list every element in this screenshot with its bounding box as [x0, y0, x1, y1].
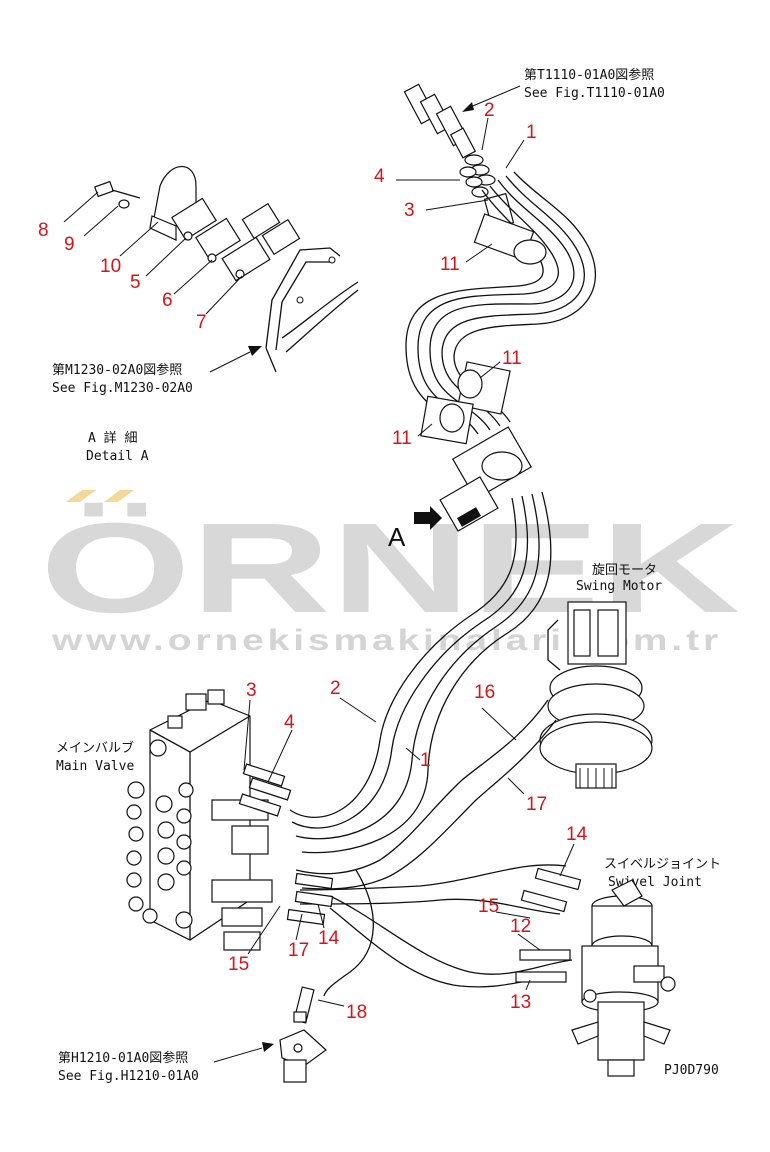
ref-h1210-jp: 第H1210-01A0図参照: [58, 1050, 188, 1066]
callout-4-upper: 4: [374, 166, 385, 187]
clamp-11-upper: [473, 213, 547, 265]
ref-t1110-en: See Fig.T1110-01A0: [524, 86, 665, 101]
callout-9: 9: [64, 234, 75, 255]
callout-8: 8: [38, 220, 49, 241]
ref-m1230-leader: [209, 351, 251, 373]
clamp-bracket-detail-a: [439, 426, 533, 532]
detail-a-en: Detail A: [86, 449, 149, 464]
ref-h1210-en: See Fig.H1210-01A0: [58, 1069, 199, 1084]
hose-bundle-lower: [289, 491, 573, 997]
callout-11-middle: 11: [502, 348, 522, 369]
callout-14-right: 14: [566, 824, 588, 845]
callouts: 2 1 4 3 11 11 11 8 9 10 5 6 7 2 1 3 4 16…: [38, 100, 588, 1023]
swing-motor-jp: 旋回モータ: [592, 563, 657, 578]
main-valve-jp: メインバルブ: [56, 740, 134, 756]
callout-16: 16: [474, 682, 495, 703]
fitting-18: [293, 986, 315, 1024]
callout-13: 13: [510, 992, 531, 1013]
callout-2-lower: 2: [330, 678, 341, 699]
main-valve-en: Main Valve: [56, 759, 134, 774]
bracket-assembly: [94, 166, 301, 282]
callout-4-lower: 4: [284, 712, 295, 733]
drawing-code: PJ0D790: [664, 1063, 719, 1078]
clamp-11-middle: [457, 361, 511, 415]
callout-17-left: 17: [288, 940, 309, 961]
callout-1-upper: 1: [526, 122, 537, 143]
callout-5: 5: [130, 272, 141, 293]
swivel-joint: [571, 879, 676, 1077]
frame-plate: [265, 247, 359, 373]
callout-2-upper: 2: [484, 100, 495, 121]
swivel-joint-fittings: [515, 867, 582, 983]
ref-m1230-arrow: [248, 346, 262, 356]
callout-12: 12: [510, 916, 531, 937]
swing-motor-en: Swing Motor: [576, 579, 662, 594]
callout-15-left: 15: [228, 954, 249, 975]
clamp-11-lower: [420, 395, 474, 445]
ref-m1230-jp: 第M1230-02A0図参照: [52, 362, 182, 378]
swing-motor: [539, 601, 653, 789]
watermark: ÖRNEK www.ornekismakinalari.com.tr: [40, 490, 740, 657]
callout-1-lower: 1: [420, 750, 431, 771]
view-marker-a: A: [388, 522, 406, 552]
ref-h1210-leader: [213, 1047, 263, 1063]
callout-6: 6: [162, 290, 173, 311]
swivel-joint-jp: スイベルジョイント: [604, 857, 721, 872]
ref-h1210-arrow: [262, 1042, 274, 1052]
callout-18: 18: [346, 1002, 367, 1023]
bracket-h1210: [279, 1029, 327, 1083]
detail-a-jp: A 詳 細: [88, 430, 137, 446]
upper-hose-fittings: [403, 83, 515, 230]
callout-11-upper: 11: [440, 254, 460, 275]
callout-10: 10: [100, 256, 121, 277]
main-valve: [126, 689, 273, 951]
callout-3-lower: 3: [246, 680, 257, 701]
callout-7: 7: [196, 312, 207, 333]
callout-17-right: 17: [526, 794, 547, 815]
callout-14-left: 14: [318, 928, 340, 949]
watermark-accent-right: [104, 490, 134, 502]
ref-t1110-arrow: [462, 102, 474, 112]
ref-t1110-jp: 第T1110-01A0図参照: [524, 67, 654, 83]
callout-leaders: [63, 117, 575, 1007]
ref-m1230-en: See Fig.M1230-02A0: [52, 381, 193, 396]
view-arrow: [414, 506, 442, 530]
callout-3-upper: 3: [404, 200, 415, 221]
watermark-accent-left: [66, 490, 96, 502]
callout-15-right: 15: [478, 896, 499, 917]
ref-t1110-leader: [467, 85, 521, 109]
main-valve-fittings: [238, 763, 334, 926]
callout-11-lower: 11: [392, 428, 412, 449]
